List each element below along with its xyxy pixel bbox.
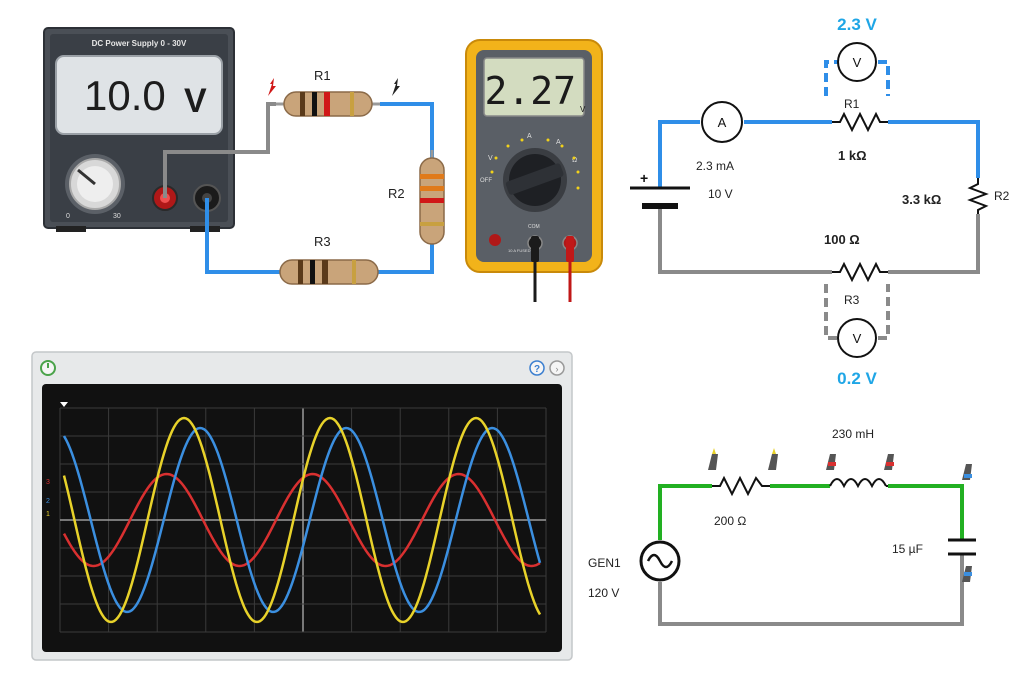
dmm-reading: 2.27 <box>484 69 576 113</box>
knob-pointer <box>77 168 96 186</box>
expand-icon[interactable] <box>549 360 565 376</box>
battery-plus-sign: + <box>640 170 648 186</box>
wire-r2-r3[interactable] <box>378 244 434 274</box>
voltmeter-r1[interactable] <box>837 42 877 82</box>
dial-label-a: A <box>527 133 532 140</box>
psu-display <box>55 55 223 135</box>
dial-label-a-ac: A <box>556 139 561 146</box>
ammeter[interactable] <box>701 101 743 143</box>
voltmeter-r3-symbol: V <box>853 331 862 346</box>
schematic-r3-name: R3 <box>844 293 860 307</box>
dc-schematic: + 10 V A 2.3 mA R1 1 kΩ V 2.3 V R2 3.3 k… <box>630 15 1010 388</box>
battery-symbol[interactable] <box>630 186 690 209</box>
dmm-display <box>483 57 585 117</box>
r2-label: R2 <box>388 186 405 201</box>
resistor-r3[interactable] <box>279 259 379 285</box>
ac-inductor[interactable] <box>829 478 887 489</box>
black-probe-clip[interactable] <box>392 78 400 96</box>
r1-label: R1 <box>314 68 331 83</box>
digital-multimeter[interactable]: 2.27 V V A A Ω OFF COM 10 A FUSED <box>465 39 603 302</box>
red-probe-clip[interactable] <box>268 78 276 96</box>
dmm-com-label: COM <box>528 224 540 230</box>
ac-capacitor[interactable] <box>948 538 976 556</box>
sine-wave-icon <box>646 553 674 569</box>
trace-channel-2 <box>62 426 542 614</box>
ac-inductance-label: 230 mH <box>832 427 874 441</box>
dc-power-supply[interactable]: DC Power Supply 0 - 30V 10.0 V 0 30 <box>43 27 235 232</box>
knob-min-label: 0 <box>66 213 70 220</box>
voltmeter-r3[interactable] <box>837 318 877 358</box>
resistor-r2[interactable] <box>419 150 445 245</box>
generator-voltage: 120 V <box>588 586 619 600</box>
resistor-r1[interactable] <box>276 91 380 117</box>
ac-resistor[interactable] <box>712 475 770 497</box>
svg-text:›: › <box>556 364 559 374</box>
dmm-10a-jack[interactable] <box>489 234 501 246</box>
channel-marker-1: 1 <box>46 511 50 518</box>
ac-resistance-label: 200 Ω <box>714 514 746 528</box>
schematic-r3-value: 100 Ω <box>824 232 860 247</box>
ac-probe-clips[interactable] <box>708 448 972 582</box>
wire-psu-positive[interactable] <box>163 102 276 198</box>
knob-max-label: 30 <box>113 213 121 220</box>
voltage-r1-reading: 2.3 V <box>837 15 877 34</box>
channel-marker-2: 2 <box>46 498 50 505</box>
generator-name: GEN1 <box>588 556 621 570</box>
schematic-r2-value: 3.3 kΩ <box>902 192 941 207</box>
oscilloscope-window[interactable]: ? › 3 2 1 <box>31 351 573 661</box>
dmm-fuse-label: 10 A FUSED <box>508 248 531 253</box>
r3-label: R3 <box>314 234 331 249</box>
svg-text:?: ? <box>534 364 540 375</box>
psu-reading: 10.0 <box>84 72 166 119</box>
voltage-r3-reading: 0.2 V <box>837 369 877 388</box>
trace-channel-1 <box>62 416 542 624</box>
scope-traces <box>62 416 542 624</box>
breadboard-circuit: R1 R2 R3 <box>163 68 445 285</box>
ac-schematic: 200 Ω 230 mH 15 µF GEN1 120 V <box>588 427 976 626</box>
help-icon[interactable] <box>529 360 545 376</box>
source-voltage-label: 10 V <box>708 187 733 201</box>
voltmeter-r1-symbol: V <box>853 55 862 70</box>
scope-screen <box>42 384 562 652</box>
dmm-unit: V <box>580 105 586 114</box>
schematic-r1-value: 1 kΩ <box>838 148 867 163</box>
dial-label-off: OFF <box>480 178 492 184</box>
wire-r1-r2[interactable] <box>380 102 434 162</box>
dial-label-ohm: Ω <box>572 157 577 164</box>
wire-r3-psu-negative[interactable] <box>205 198 280 274</box>
psu-unit: V <box>184 82 207 120</box>
schematic-r3[interactable] <box>832 261 888 283</box>
schematic-r2[interactable] <box>967 178 989 214</box>
channel-marker-3: 3 <box>46 479 50 486</box>
current-reading: 2.3 mA <box>696 159 734 173</box>
schematic-r2-name: R2 <box>994 189 1010 203</box>
channel-markers: 3 2 1 <box>46 479 50 518</box>
schematic-r1[interactable] <box>832 111 888 133</box>
dial-label-v-dc: V <box>488 155 493 162</box>
trigger-marker <box>60 402 68 407</box>
schematic-r1-name: R1 <box>844 97 860 111</box>
ammeter-symbol: A <box>718 115 727 130</box>
ac-capacitance-label: 15 µF <box>892 542 923 556</box>
psu-title: DC Power Supply 0 - 30V <box>92 39 187 48</box>
